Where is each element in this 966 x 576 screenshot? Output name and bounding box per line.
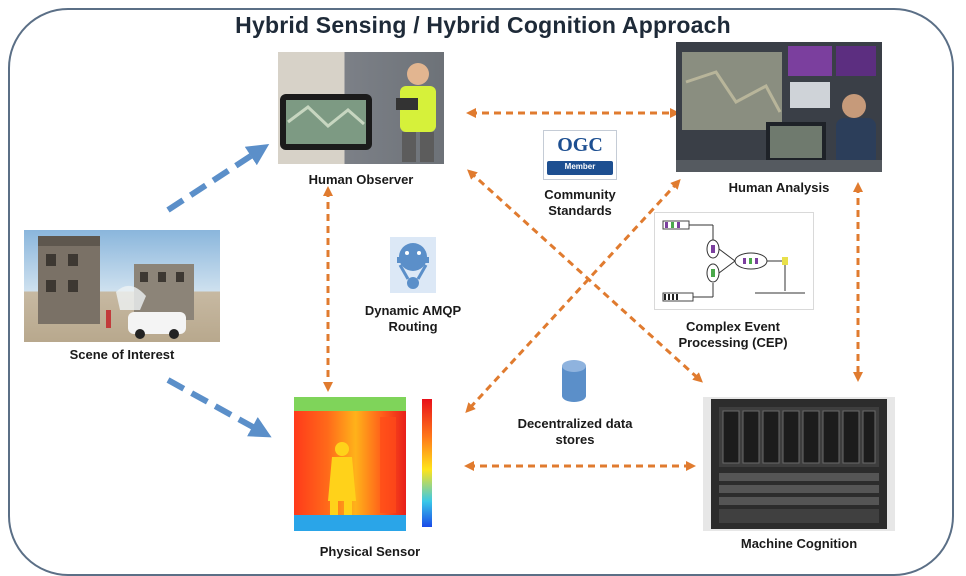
data-stores-label: Decentralized data stores — [490, 416, 660, 448]
ogc-logo-member-band — [547, 161, 613, 175]
cep-line-1: Complex Event — [686, 319, 780, 334]
orange-double-arrows — [323, 108, 863, 471]
scene-of-interest-label: Scene of Interest — [69, 347, 175, 362]
observer-scene-graphic — [280, 63, 436, 162]
human-analysis-image — [676, 42, 882, 172]
cep-label: Complex Event Processing (CEP) — [650, 319, 816, 351]
amqp-routing-line-1: Dynamic AMQP — [364, 303, 462, 318]
robot-icon — [390, 237, 436, 293]
server-rack-graphic — [711, 399, 887, 529]
database-cylinder-icon — [562, 360, 586, 402]
scene-of-interest-image — [24, 230, 220, 342]
ogc-logo-member-text: Member — [564, 162, 596, 171]
cep-diagram-image — [654, 212, 814, 310]
human-analysis-label: Human Analysis — [728, 180, 830, 195]
arrow-analysis-sensor — [465, 179, 681, 413]
thermal-scale-bar — [422, 399, 432, 527]
human-observer-label: Human Observer — [308, 172, 414, 187]
diagram-title: Hybrid Sensing / Hybrid Cognition Approa… — [235, 12, 731, 38]
community-standards-line-1: Community — [544, 187, 616, 202]
scene-graphic — [38, 236, 194, 339]
arrow-scene-sensor — [166, 377, 272, 438]
physical-sensor-label: Physical Sensor — [319, 544, 421, 559]
human-observer-image — [278, 52, 444, 164]
ogc-logo-text: OGC — [557, 134, 603, 156]
data-stores-line-2: stores — [555, 432, 595, 447]
arrow-scene-observer — [166, 143, 270, 213]
amqp-routing-line-2: Routing — [388, 319, 438, 334]
machine-cognition-label: Machine Cognition — [740, 536, 858, 551]
thermal-figure-graphic — [294, 397, 406, 531]
amqp-routing-label: Dynamic AMQP Routing — [340, 303, 486, 335]
cep-line-2: Processing (CEP) — [678, 335, 788, 350]
data-stores-line-1: Decentralized data — [517, 416, 633, 431]
physical-sensor-image — [294, 397, 446, 531]
analysis-scene-graphic — [676, 42, 882, 172]
machine-cognition-image — [703, 397, 895, 531]
blue-arrows — [166, 143, 272, 438]
community-standards-line-2: Standards — [548, 203, 612, 218]
ogc-logo: OGC Member — [543, 130, 617, 180]
cep-graphic — [662, 220, 805, 302]
community-standards-label: Community Standards — [522, 187, 638, 219]
